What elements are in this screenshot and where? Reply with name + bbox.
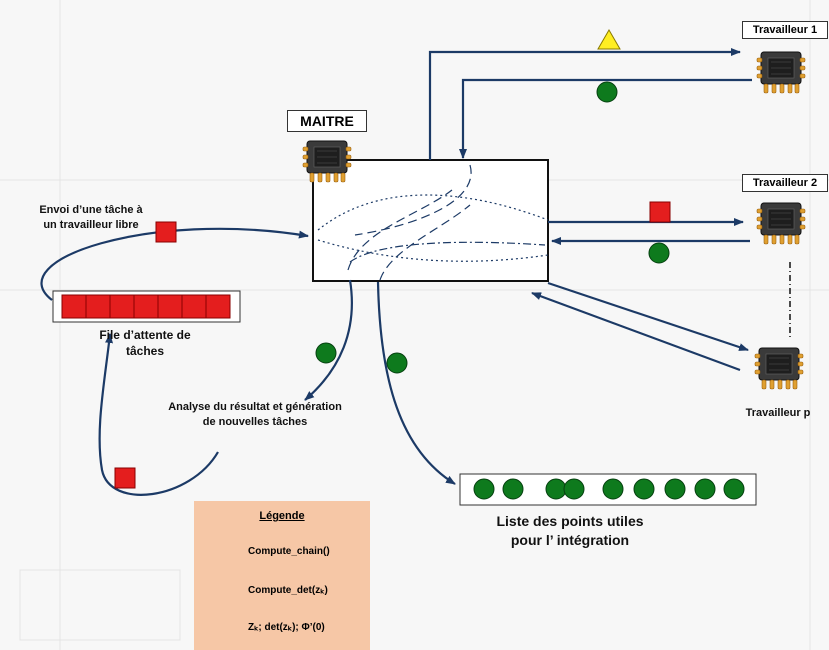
useful-points-label-line-2: pour l’ intégration	[510, 532, 630, 548]
task-queue	[52, 290, 241, 323]
queue-label-line-1: File d’attente de	[99, 328, 191, 342]
master-chip-icon	[302, 140, 352, 183]
send-task-label-line-2: un travailleur libre	[43, 219, 139, 231]
worker-p-chip-icon	[754, 347, 804, 390]
task-square-worker-2	[649, 201, 671, 223]
compute-chain-triangle	[597, 29, 621, 50]
analysis-label-line-2: de nouvelles tâches	[202, 416, 308, 428]
legend-item-compute-chain: Compute_chain()	[248, 546, 330, 557]
queue-task-square	[181, 294, 207, 319]
worker-1-label: Travailleur 1	[742, 21, 828, 39]
arrow-new-tasks-to-queue	[98, 333, 219, 496]
queue-task-square	[61, 294, 87, 319]
point-circle	[723, 478, 745, 500]
point-circle	[502, 478, 524, 500]
point-circle	[563, 478, 585, 500]
worker-p-label: Travailleur p	[745, 407, 811, 419]
point-circle	[664, 478, 686, 500]
analysis-label: Analyse du résultat et génération de nou…	[130, 400, 380, 430]
point-circle	[633, 478, 655, 500]
queue-task-square	[133, 294, 159, 319]
arrow-from-worker-p	[531, 291, 741, 372]
master-internal-curves	[317, 164, 549, 281]
worker-1-chip-icon	[756, 51, 806, 94]
result-circle-analysis	[315, 342, 337, 364]
queue-label: File d’attente de tâches	[70, 327, 220, 359]
queue-label-line-2: tâches	[125, 344, 165, 358]
arrow-to-analysis	[304, 279, 353, 401]
queue-task-square	[109, 294, 135, 319]
arrow-from-worker-1	[459, 78, 752, 159]
point-circle	[545, 478, 567, 500]
analysis-label-line-1: Analyse du résultat et génération	[168, 401, 342, 413]
worker-2-chip-icon	[756, 202, 806, 245]
queue-task-square	[85, 294, 111, 319]
result-circle-worker-2	[648, 242, 670, 264]
master-box	[312, 159, 549, 282]
task-square-new	[114, 467, 136, 489]
result-circle-points	[386, 352, 408, 374]
legend-item-compute-det: Compute_det(zₖ)	[248, 585, 328, 596]
arrow-to-points-list	[376, 281, 456, 485]
queue-task-square	[205, 294, 231, 319]
point-circle	[694, 478, 716, 500]
legend-title: Légende	[259, 510, 305, 522]
send-task-label: Envoi d’une tâche à un travailleur libre	[0, 203, 182, 233]
send-task-label-line-1: Envoi d’une tâche à	[39, 204, 143, 216]
arrow-to-worker-1	[428, 48, 741, 160]
result-circle-worker-1	[596, 81, 618, 103]
useful-points-label: Liste des points utiles pour l’ intégrat…	[470, 512, 670, 550]
legend-panel: Légende Compute_chain() Compute_det(zₖ) …	[194, 501, 370, 650]
useful-points-label-line-1: Liste des points utiles	[496, 513, 644, 529]
arrow-to-worker-p	[547, 281, 749, 352]
point-circle	[602, 478, 624, 500]
queue-task-square	[157, 294, 183, 319]
legend-item-results: Zₖ; det(zₖ); Φ’(0)	[248, 622, 325, 633]
useful-points-list	[459, 473, 757, 506]
arrow-send-task	[40, 227, 309, 301]
task-square-send	[155, 221, 177, 243]
worker-2-label: Travailleur 2	[742, 174, 828, 192]
master-label: MAITRE	[287, 110, 367, 132]
point-circle	[473, 478, 495, 500]
